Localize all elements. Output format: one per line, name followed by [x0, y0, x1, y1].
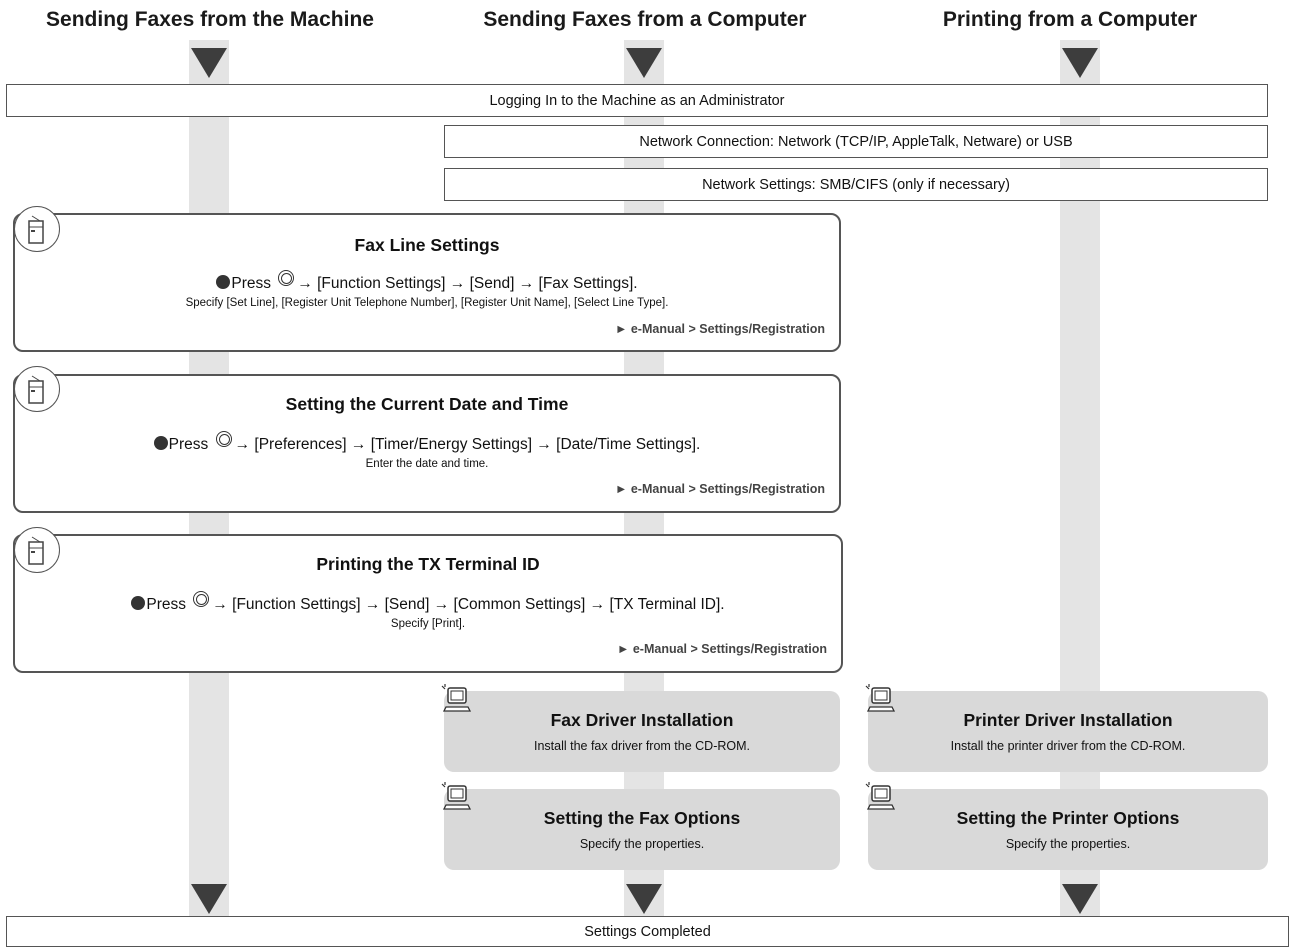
down-triangle-icon: [1062, 884, 1098, 914]
step-instruction: Press → [Preferences] → [Timer/Energy Se…: [15, 431, 839, 454]
menu-button-icon: [215, 431, 232, 447]
step-instruction: Press → [Function Settings] → [Send] → […: [15, 591, 841, 614]
step-description: Specify the properties.: [1005, 837, 1131, 851]
down-triangle-icon: [626, 884, 662, 914]
step-detail: Specify [Print].: [390, 618, 466, 630]
step-description: Install the fax driver from the CD-ROM.: [533, 739, 751, 753]
step-path: → [Preferences] → [Timer/Energy Settings…: [234, 436, 701, 453]
step-description: Specify the properties.: [579, 837, 705, 851]
bullet-icon: [216, 275, 231, 289]
step-detail: Specify [Set Line], [Register Unit Telep…: [185, 297, 669, 309]
manual-reference: ► e-Manual > Settings/Registration: [615, 482, 825, 496]
step-title: Fax Line Settings: [354, 235, 500, 255]
bullet-icon: [153, 436, 168, 450]
machine-icon: [14, 527, 60, 573]
step-title: Setting the Fax Options: [543, 808, 741, 828]
press-label: Press: [146, 596, 187, 613]
press-label: Press: [231, 275, 271, 292]
machine-icon: [14, 366, 60, 412]
step-description: Install the printer driver from the CD-R…: [950, 739, 1186, 753]
step-fax-options: Setting the Fax Options Specify the prop…: [444, 789, 840, 870]
step-title: Printing the TX Terminal ID: [316, 554, 540, 574]
settings-completed-bar: Settings Completed: [6, 916, 1289, 947]
step-path: → [Function Settings] → [Send] → [Common…: [212, 596, 725, 613]
network-connection-bar: Network Connection: Network (TCP/IP, App…: [444, 125, 1268, 158]
computer-icon: [441, 684, 472, 712]
down-triangle-icon: [191, 884, 227, 914]
column-title-print-computer: Printing from a Computer: [942, 8, 1198, 31]
bullet-icon: [131, 596, 146, 610]
machine-icon: [14, 206, 60, 252]
step-printer-driver-installation: Printer Driver Installation Install the …: [868, 691, 1268, 772]
step-current-date-time: Setting the Current Date and Time Press …: [13, 374, 841, 513]
column-title-fax-computer: Sending Faxes from a Computer: [483, 8, 807, 31]
step-title: Setting the Printer Options: [956, 808, 1180, 828]
manual-reference: ► e-Manual > Settings/Registration: [617, 642, 827, 656]
down-triangle-icon: [1062, 48, 1098, 78]
step-detail: Enter the date and time.: [365, 458, 489, 470]
step-printer-options: Setting the Printer Options Specify the …: [868, 789, 1268, 870]
step-path: → [Function Settings] → [Send] → [Fax Se…: [297, 275, 638, 292]
computer-icon: [865, 684, 896, 712]
down-triangle-icon: [626, 48, 662, 78]
computer-icon: [441, 782, 472, 810]
press-label: Press: [168, 436, 209, 453]
manual-reference: ► e-Manual > Settings/Registration: [615, 322, 825, 336]
step-fax-driver-installation: Fax Driver Installation Install the fax …: [444, 691, 840, 772]
network-settings-bar: Network Settings: SMB/CIFS (only if nece…: [444, 168, 1268, 201]
down-triangle-icon: [191, 48, 227, 78]
step-title: Fax Driver Installation: [550, 710, 734, 730]
step-tx-terminal-id: Printing the TX Terminal ID Press → [Fun…: [13, 534, 843, 673]
step-title: Printer Driver Installation: [963, 710, 1173, 730]
column-title-machine: Sending Faxes from the Machine: [46, 8, 374, 31]
step-instruction: Press → [Function Settings] → [Send] → […: [15, 270, 839, 293]
computer-icon: [865, 782, 896, 810]
menu-button-icon: [193, 591, 210, 607]
step-fax-line-settings: Fax Line Settings Press → [Function Sett…: [13, 213, 841, 352]
login-bar: Logging In to the Machine as an Administ…: [6, 84, 1268, 117]
step-title: Setting the Current Date and Time: [285, 394, 569, 414]
menu-button-icon: [278, 270, 295, 286]
